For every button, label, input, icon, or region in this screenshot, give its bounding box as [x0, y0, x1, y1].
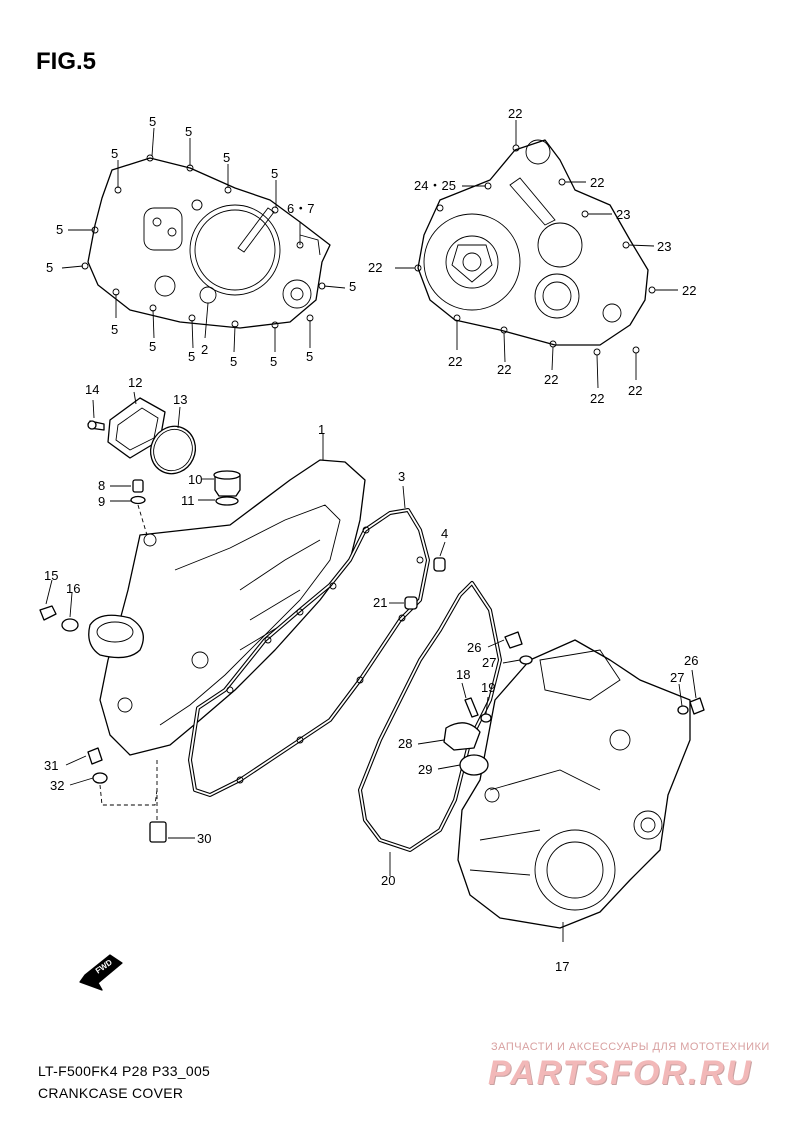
callout-22: 22: [590, 175, 604, 190]
left-cover-top-view: [61, 127, 346, 353]
callout-19: 19: [481, 680, 495, 695]
callout-15: 15: [44, 568, 58, 583]
dowel-pins: [389, 541, 446, 610]
diagram-code: LT-F500FK4 P28 P33_005: [38, 1063, 211, 1079]
callout-10: 10: [188, 472, 202, 487]
callout-22: 22: [544, 372, 558, 387]
callout-27: 27: [482, 655, 496, 670]
callout-2: 2: [201, 342, 208, 357]
callout-22: 22: [590, 391, 604, 406]
diagram-caption: CRANKCASE COVER: [38, 1085, 184, 1101]
callout-5: 5: [230, 354, 237, 369]
callout-5: 5: [223, 150, 230, 165]
callout-5: 5: [270, 354, 277, 369]
callout-23: 23: [657, 239, 671, 254]
callout-26: 26: [467, 640, 481, 655]
callout-11: 11: [181, 493, 195, 508]
figure-title: FIG.5: [36, 48, 97, 75]
crankcase-cover-right: [417, 631, 705, 942]
callout-5: 5: [56, 222, 63, 237]
callout-5: 5: [111, 146, 118, 161]
callout-5: 5: [46, 260, 53, 275]
callout-14: 14: [85, 382, 99, 397]
callout-5: 5: [271, 166, 278, 181]
callout-28: 28: [398, 736, 412, 751]
callout-27: 27: [670, 670, 684, 685]
callout-9: 9: [98, 494, 105, 509]
crankcase-cover-left: [39, 433, 366, 843]
callout-26: 26: [684, 653, 698, 668]
callout-5: 5: [111, 322, 118, 337]
callout-23: 23: [616, 207, 630, 222]
callout-5: 5: [149, 114, 156, 129]
callout-12: 12: [128, 375, 142, 390]
callout-22: 22: [368, 260, 382, 275]
callout-22: 22: [497, 362, 511, 377]
watermark-tagline: ЗАПЧАСТИ И АКСЕССУАРЫ ДЛЯ МОТОТЕХНИКИ: [491, 1041, 770, 1053]
callout-18: 18: [456, 667, 470, 682]
callout-1: 1: [318, 422, 325, 437]
callout-16: 16: [66, 581, 80, 596]
right-cover-top-view: [395, 120, 678, 389]
callout-3: 3: [398, 469, 405, 484]
small-fasteners: [110, 470, 241, 546]
gasket-3: [188, 485, 430, 797]
callout-5: 5: [349, 279, 356, 294]
callout-4: 4: [441, 526, 448, 541]
watermark-logo: PARTSFOR.RU: [488, 1054, 753, 1092]
callout-22: 22: [628, 383, 642, 398]
callout-6-7: 6・7: [287, 201, 314, 216]
callout-5: 5: [188, 349, 195, 364]
cap-assembly: [87, 391, 197, 475]
callout-5: 5: [306, 349, 313, 364]
fwd-arrow-icon: FWD: [79, 954, 123, 991]
callout-20: 20: [381, 873, 395, 888]
callout-8: 8: [98, 478, 105, 493]
callout-labels: 5 5 5 5 5 6・7 5 5 5 5 5 2 5 5 5 5 22 24・…: [44, 106, 698, 974]
callout-5: 5: [185, 124, 192, 139]
callout-21: 21: [373, 595, 387, 610]
callout-17: 17: [555, 959, 569, 974]
callout-5: 5: [149, 339, 156, 354]
callout-22: 22: [508, 106, 522, 121]
callout-22: 22: [448, 354, 462, 369]
callout-22: 22: [682, 283, 696, 298]
callout-31: 31: [44, 758, 58, 773]
callout-29: 29: [418, 762, 432, 777]
gasket-20: [358, 581, 502, 876]
callout-30: 30: [197, 831, 211, 846]
callout-32: 32: [50, 778, 64, 793]
callout-24-25: 24・25: [414, 178, 456, 193]
callout-13: 13: [173, 392, 187, 407]
